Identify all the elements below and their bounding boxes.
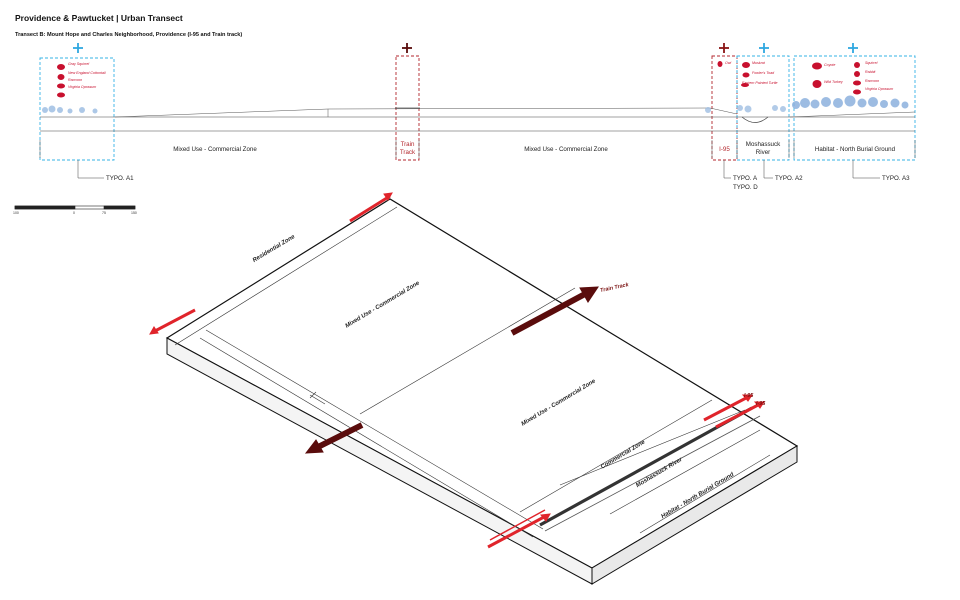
species-label: Raccoon [865,78,880,83]
iso-right-face [591,445,798,585]
species-label: Wild Turkey [824,79,843,84]
zone-moshassuck-river: Moshassuck River [745,141,781,157]
section-road-taper [114,107,738,118]
species-list-i95: Owl [725,61,732,66]
zone-i95: I-95 [719,146,730,153]
leader-typo-a3 [852,160,880,179]
typo-d-label: TYPO. D [733,184,758,191]
iso-i95-label-a: I-95 [744,393,754,399]
iso-i95-label-b: I-95 [756,401,766,407]
species-list-a3-left: Coyote Wild Turkey [824,63,843,85]
species-label: Fowler's Toad [752,70,775,75]
trees-a2 [705,105,786,113]
i95-box [711,55,738,161]
leader-typo-a2 [763,160,773,179]
species-list-a2: Muskrat Fowler's Toad Eastern Painted Tu… [742,61,792,85]
species-label: Coyote [824,63,836,67]
dark-arrows [304,286,599,454]
river-channel [741,116,769,123]
plus-marker-train [402,43,412,53]
species-label: Muskrat [752,61,765,65]
species-label: Virginia Opossum [68,85,97,90]
typo-a3-box [793,55,916,161]
typo-a3-label: TYPO. A3 [882,175,910,182]
species-label: Squirrel [865,61,878,65]
species-label: Virginia Opossum [865,87,894,92]
animal-icons [57,61,861,98]
red-arrows [149,192,765,549]
species-label: Raccoon [68,77,83,82]
page-subtitle: Transect B: Mount Hope and Charles Neigh… [15,32,243,38]
species-label: Gray Squirrel [68,62,90,66]
species-label: Eastern Painted Turtle [742,80,778,85]
typo-a1-label: TYPO. A1 [106,175,134,182]
species-label: Owl [725,61,732,65]
plus-marker-a2 [759,43,769,53]
page-title: Providence & Pawtucket | Urban Transect [15,13,183,23]
scale-bar [14,205,136,210]
plus-marker-a1 [73,43,83,53]
leader-typo-a-d [723,160,731,179]
typo-a-label: TYPO. A [733,175,758,182]
typo-a1-box [39,57,115,161]
scale-tick: 75 [102,211,106,215]
zone-habitat: Habitat - North Burial Ground [814,146,896,153]
species-label: Rabbit [865,69,876,74]
plus-marker-a3 [848,43,858,53]
species-list-a1: Gray Squirrel New England Cottontail Rac… [68,62,106,90]
zone-mixed-use-2: Mixed Use - Commercial Zone [524,146,608,153]
plus-marker-i95 [719,43,729,53]
trees-a1 [42,105,98,114]
zone-mixed-use-1: Mixed Use - Commercial Zone [173,146,257,153]
isometric-block [165,198,799,585]
typo-a2-label: TYPO. A2 [775,175,803,182]
leader-typo-a1 [77,160,104,179]
scale-tick: 0 [73,211,75,215]
species-list-a3-right: Squirrel Rabbit Raccoon Virginia Opossum [865,61,895,92]
zone-train-track: Train Track [399,141,416,157]
species-label: New England Cottontail [68,70,106,75]
trees-a3 [792,95,909,109]
scale-tick: 150 [131,211,137,215]
scale-tick: 100 [13,211,19,215]
